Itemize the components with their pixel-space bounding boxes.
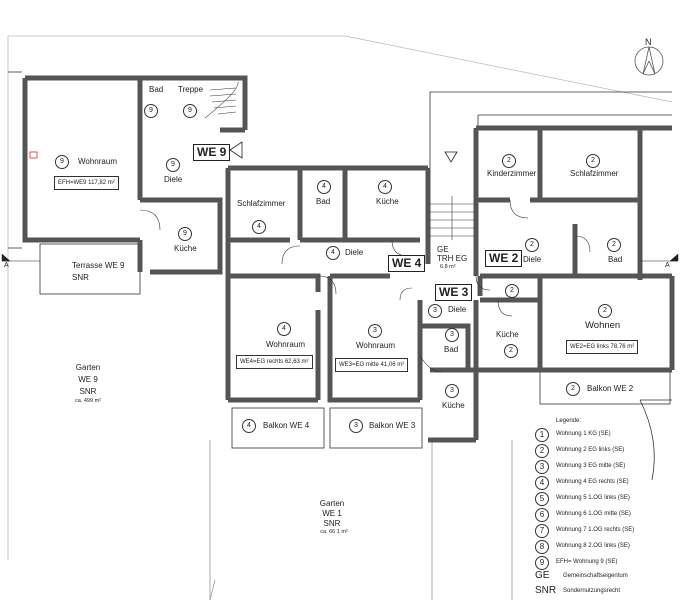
unit-circle: 4	[277, 322, 291, 336]
unit-circle: 3	[368, 324, 382, 338]
balkon-we2: Balkon WE 2	[587, 384, 634, 393]
legend-abbr-key: SNR	[535, 585, 557, 596]
trh-eg-label: TRH EG	[437, 254, 468, 263]
we-tag-4: WE 4	[388, 255, 426, 272]
unit-circle: 3	[445, 384, 459, 398]
unit-circle: 3	[349, 419, 363, 433]
unit-circle: 2	[504, 344, 518, 358]
legend-text: Wohnung 4 EG rechts (SE)	[556, 479, 629, 485]
room-kueche-we2: Küche	[496, 330, 519, 339]
unit-circle: 9	[178, 227, 192, 241]
unit-circle: 9	[183, 104, 197, 118]
garden-we9-snr: SNR	[79, 387, 97, 396]
unit-circle: 4	[326, 246, 340, 260]
legend-num: 8	[535, 540, 549, 554]
room-kueche-we4: Küche	[376, 197, 399, 206]
area-box-we2: WE2=EG links 78,76 m²	[566, 340, 639, 354]
legend-text: Wohnung 1 KG (SE)	[556, 431, 611, 437]
section-mark-right: A	[665, 262, 670, 269]
room-schlafzimmer-we4: Schlafzimmer	[237, 199, 286, 208]
room-diele-we4: Diele	[345, 248, 364, 257]
balkon-we4: Balkon WE 4	[263, 421, 310, 430]
room-kueche-we9: Küche	[174, 244, 197, 253]
room-diele-we2: Diele	[523, 255, 542, 264]
room-kinderzimmer-we2: Kinderzimmer	[487, 169, 537, 178]
balkon-we3: Balkon WE 3	[369, 421, 416, 430]
garden-we1-unit: WE 1	[322, 509, 342, 518]
garden-we9-area: ca. 499 m²	[75, 398, 101, 404]
legend-abbr-text: Gemeinschaftseigentum	[563, 573, 628, 579]
legend-text: Wohnung 2 EG links (SE)	[556, 447, 625, 453]
unit-circle: 2	[566, 382, 580, 396]
room-wohnraum-we4: Wohnraum	[266, 340, 305, 349]
entry-arrow-icon	[444, 151, 458, 163]
trh-area: 6.8 m²	[440, 264, 456, 270]
legend-text: Wohnung 6 1.OG mitte (SE)	[556, 511, 631, 517]
legend-num: 7	[535, 524, 549, 538]
room-bad-we2: Bad	[608, 255, 623, 264]
unit-circle: 9	[166, 158, 180, 172]
garden-we9-unit: WE 9	[78, 375, 98, 384]
unit-circle: 2	[607, 238, 621, 252]
entry-arrow-icon	[229, 141, 243, 159]
room-schlafzimmer-we2: Schlafzimmer	[570, 169, 619, 178]
unit-circle: 3	[428, 304, 442, 318]
unit-circle: 2	[598, 304, 612, 318]
room-diele-we3: Diele	[448, 305, 467, 314]
area-box-we3: WE3=EG mitte 41,06 m²	[335, 358, 409, 372]
room-diele-we9: Diele	[164, 175, 183, 184]
legend-text: Wohnung 8 2.OG links (SE)	[556, 543, 630, 549]
legend-num: 6	[535, 508, 549, 522]
legend-num: 5	[535, 492, 549, 506]
unit-circle: 4	[317, 180, 331, 194]
unit-circle: 3	[445, 328, 459, 342]
legend-text: EFH= Wohnung 9 (SE)	[556, 559, 618, 565]
we-tag-9: WE 9	[193, 144, 231, 161]
ge-label: GE	[437, 245, 449, 254]
north-arrow-icon	[634, 46, 664, 76]
legend-text: Wohnung 3 EG mitte (SE)	[556, 463, 626, 469]
garden-we1-snr: SNR	[323, 519, 341, 528]
unit-circle: 9	[144, 104, 158, 118]
unit-circle: 4	[242, 419, 256, 433]
legend-text: Wohnung 5 1.OG links (SE)	[556, 495, 630, 501]
area-box-we4: WE4=EG rechts 62,63 m²	[236, 355, 313, 369]
terrace-snr: SNR	[72, 273, 89, 282]
unit-circle: 4	[378, 180, 392, 194]
legend-num: 9	[535, 556, 549, 570]
we-tag-2: WE 2	[485, 250, 523, 267]
terrace-label: Terrasse WE 9	[72, 261, 125, 270]
legend-num: 1	[535, 428, 549, 442]
legend-abbr-key: GE	[535, 570, 550, 581]
room-bad-we9: Bad	[149, 85, 164, 94]
garden-we1-title: Garten	[319, 499, 345, 508]
unit-circle: 2	[502, 154, 516, 168]
north-label: N	[645, 37, 652, 47]
garden-we1-area: ca. 66 1 m²	[320, 529, 348, 535]
room-wohnraum-we3: Wohnraum	[356, 341, 395, 350]
unit-circle: 2	[525, 238, 539, 252]
room-treppe: Treppe	[178, 85, 204, 94]
unit-circle: 4	[252, 220, 266, 234]
unit-circle: 9	[55, 155, 69, 169]
we-tag-3: WE 3	[435, 284, 473, 301]
room-bad-we3: Bad	[444, 345, 459, 354]
garden-we9-title: Garten	[75, 363, 101, 372]
area-box-we9: EFH=WE9 117,82 m²	[54, 176, 119, 190]
room-bad-we4: Bad	[316, 197, 331, 206]
room-kueche-we3: Küche	[442, 401, 465, 410]
room-wohnraum-we9: Wohnraum	[78, 157, 117, 166]
legend-abbr-text: Sondernutzungsrecht	[563, 588, 621, 594]
legend-num: 2	[535, 444, 549, 458]
section-mark-left: A	[4, 262, 9, 269]
legend-title: Legende:	[556, 418, 582, 424]
room-wohnen-we2: Wohnen	[585, 320, 621, 331]
unit-circle: 2	[586, 154, 600, 168]
legend-num: 3	[535, 460, 549, 474]
legend-num: 4	[535, 476, 549, 490]
unit-circle: 2	[505, 284, 519, 298]
legend-text: Wohnung 7 1.OG rechts (SE)	[556, 527, 635, 533]
